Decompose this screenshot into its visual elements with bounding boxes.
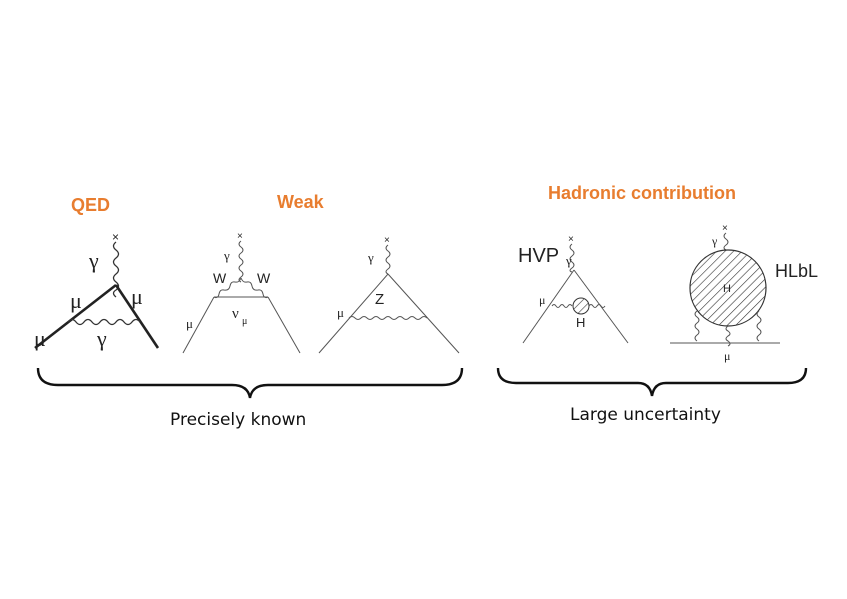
hvp-label: HVP [518,245,559,267]
qed-cross-mark: × [112,230,119,244]
hlbl-label: HLbL [775,261,818,281]
qed-mu-label-in: μ [34,326,46,351]
hlbl-gamma-label: γ [711,234,718,248]
hvp-cross-mark: × [568,234,574,245]
hlbl-h-label: H [723,283,731,295]
weak-w-external-photon [238,240,244,283]
weak-w-label-right: W [257,270,271,286]
qed-diagram: × γ μ μ μ γ [34,230,160,351]
hvp-h-label: H [576,315,585,330]
weak-z-muon-right [387,273,460,354]
weak-w-muon-right [267,296,301,354]
qed-external-photon [112,241,120,298]
qed-muon-right [114,284,160,349]
hvp-photon-left [551,304,573,308]
qed-muon-left [34,283,117,350]
hlbl-mu-label: μ [724,349,730,363]
weak-z-diagram: × γ Z μ [318,235,460,354]
hlbl-photon-3 [756,310,762,342]
weak-w-nu-label: ν [232,306,239,322]
weak-w-muon-left [182,296,215,354]
hvp-photon-right [588,304,606,308]
left-brace-label: Precisely known [170,410,306,430]
qed-internal-photon [67,318,141,326]
hvp-hadronic-blob [572,297,590,315]
hvp-muon-left [522,269,575,344]
hlbl-external-photon [723,232,729,251]
qed-title: QED [71,195,110,215]
weak-w-boson-left [213,277,242,299]
weak-z-gamma-label: γ [367,250,374,265]
weak-w-mu-label: μ [186,316,193,331]
qed-gamma-label: γ [88,248,99,273]
hvp-external-photon [569,243,575,273]
hadronic-title: Hadronic contribution [548,183,736,203]
weak-z-label: Z [375,291,384,308]
right-brace [496,367,808,397]
weak-z-external-photon [385,244,391,275]
weak-z-boson [348,316,428,320]
hlbl-cross-mark: × [722,223,728,234]
qed-mu-label-right: μ [131,284,143,309]
left-brace [36,367,464,399]
weak-z-cross-mark: × [384,235,390,246]
weak-w-label-left: W [213,270,227,286]
hvp-mu-label: μ [539,293,545,307]
right-brace-label: Large uncertainty [570,405,721,425]
weak-w-cross-mark: × [237,231,243,242]
qed-gamma-internal-label: γ [96,326,107,351]
qed-mu-label-left: μ [70,288,82,313]
weak-w-nu-subscript: μ [242,316,247,327]
hlbl-diagram: HLbL × γ H μ [670,223,818,363]
hvp-gamma-label: γ [565,253,572,268]
weak-w-boson-right [240,277,269,299]
weak-title: Weak [277,192,325,212]
hlbl-photon-1 [694,310,700,342]
weak-w-diagram: × γ W W μ ν μ [182,231,301,354]
weak-w-gamma-label: γ [223,248,230,263]
weak-z-mu-label: μ [337,305,344,320]
hvp-diagram: HVP × γ H μ [518,234,629,344]
weak-z-muon-left [318,273,389,354]
